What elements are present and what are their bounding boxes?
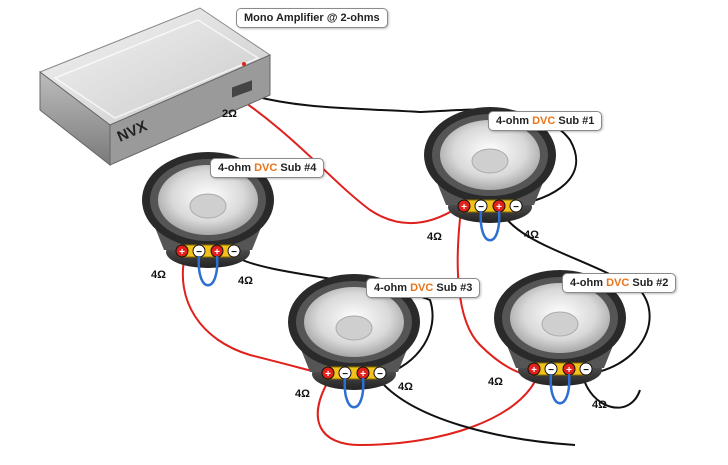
negative-terminal <box>509 199 523 213</box>
subwoofer-4: +−+− <box>142 152 274 287</box>
speaker-dustcap <box>541 311 579 337</box>
terminal-symbol: − <box>583 365 589 376</box>
sub-1-left-impedance: 4Ω <box>427 231 442 243</box>
coil-jumper-wire <box>549 373 571 405</box>
sub-label-suffix: Sub #4 <box>277 162 317 174</box>
terminal-symbol: − <box>478 202 484 213</box>
positive-terminal <box>175 244 189 258</box>
coil-jumper-wire <box>343 377 365 409</box>
sub-label-dvc: DVC <box>532 115 556 127</box>
negative-wire <box>581 372 641 409</box>
terminal-symbol: − <box>377 369 383 380</box>
sub-label-prefix: 4-ohm <box>496 115 533 127</box>
sub-2-right-impedance: 4Ω <box>592 399 607 411</box>
positive-wire <box>235 95 458 224</box>
amplifier-label: Mono Amplifier @ 2-ohms <box>236 8 388 28</box>
wires <box>181 92 651 447</box>
negative-terminal <box>373 366 387 380</box>
terminal-symbol: − <box>231 247 237 258</box>
speaker-dustcap <box>335 315 373 341</box>
sub-label-dvc: DVC <box>606 277 630 289</box>
sub-1-right-impedance: 4Ω <box>524 229 539 241</box>
terminal-symbol: + <box>360 369 366 380</box>
sub-label-prefix: 4-ohm <box>218 162 255 174</box>
sub-label-dvc: DVC <box>410 282 434 294</box>
terminal-symbol: + <box>461 202 467 213</box>
negative-terminal <box>227 244 241 258</box>
positive-terminal <box>457 199 471 213</box>
positive-terminal <box>321 366 335 380</box>
terminal-symbol: + <box>325 369 331 380</box>
terminal-symbol: − <box>513 202 519 213</box>
amplifier: NVX 2Ω <box>38 7 272 167</box>
sub-label-prefix: 4-ohm <box>374 282 411 294</box>
sub-label-suffix: Sub #2 <box>629 277 669 289</box>
sub-3-right-impedance: 4Ω <box>398 381 413 393</box>
subwoofer-1: +−+− <box>424 107 556 242</box>
amplifier-label-text: Mono Amplifier @ 2-ohms <box>244 12 380 24</box>
amp-terminal-block <box>232 80 252 98</box>
sub-label-dvc: DVC <box>254 162 278 174</box>
sub-label-suffix: Sub #1 <box>555 115 595 127</box>
positive-wire <box>316 374 539 447</box>
subwoofer-3: +−+− <box>288 274 420 409</box>
speaker-dustcap <box>189 193 227 219</box>
coil-jumper-wire <box>479 210 501 242</box>
terminal-symbol: + <box>179 247 185 258</box>
terminal-symbol: − <box>196 247 202 258</box>
sub-4-right-impedance: 4Ω <box>238 275 253 287</box>
sub-3-label: 4-ohm DVC Sub #3 <box>366 278 481 298</box>
negative-wire <box>376 376 576 446</box>
subwoofer-2: +−+− <box>494 270 626 405</box>
terminal-symbol: + <box>566 365 572 376</box>
sub-4-left-impedance: 4Ω <box>151 269 166 281</box>
terminal-symbol: − <box>548 365 554 376</box>
sub-3-left-impedance: 4Ω <box>295 388 310 400</box>
positive-terminal <box>527 362 541 376</box>
terminal-symbol: + <box>496 202 502 213</box>
amp-power-led <box>242 62 246 66</box>
speaker-dustcap <box>471 148 509 174</box>
terminal-symbol: − <box>342 369 348 380</box>
sub-4-label: 4-ohm DVC Sub #4 <box>210 158 325 178</box>
terminal-symbol: + <box>531 365 537 376</box>
sub-2-label: 4-ohm DVC Sub #2 <box>562 273 677 293</box>
negative-terminal <box>579 362 593 376</box>
sub-2-left-impedance: 4Ω <box>488 376 503 388</box>
terminal-symbol: + <box>214 247 220 258</box>
speakers: +−+−+−+−+−+−+−+− <box>142 107 626 409</box>
sub-1-label: 4-ohm DVC Sub #1 <box>488 111 603 131</box>
sub-label-suffix: Sub #3 <box>433 282 473 294</box>
coil-jumper-wire <box>197 255 219 287</box>
sub-label-prefix: 4-ohm <box>570 277 607 289</box>
amp-impedance-label: 2Ω <box>222 108 237 120</box>
